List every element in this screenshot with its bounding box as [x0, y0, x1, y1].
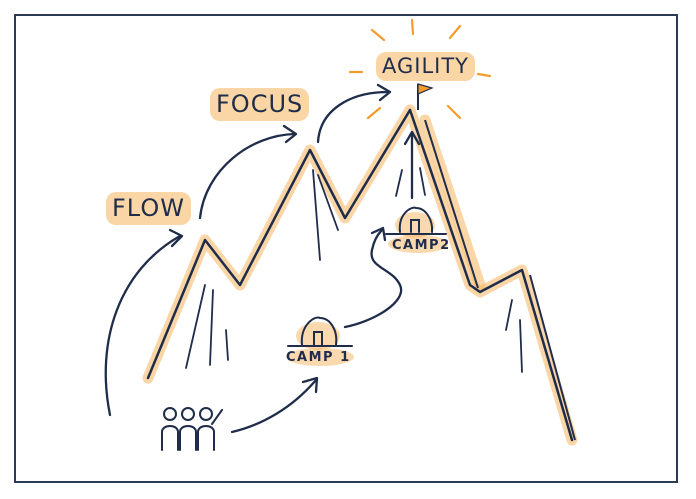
agility-rays — [348, 18, 492, 120]
ridge-line-right — [529, 274, 576, 441]
summit-flag-icon — [417, 83, 434, 110]
mountain-outline — [146, 108, 574, 442]
diagram-border — [14, 14, 678, 483]
ridge-line — [424, 119, 479, 289]
camp1-label: CAMP 1 — [286, 350, 351, 365]
team-people-icon — [161, 407, 223, 451]
camp-highlights — [286, 212, 448, 366]
mountain-highlight — [142, 104, 578, 446]
camp2-tent-icon — [385, 206, 447, 235]
camp2-label: CAMP2 — [392, 238, 451, 253]
agility-label: AGILITY — [376, 52, 476, 81]
focus-label: FOCUS — [210, 88, 310, 121]
camp1-tent-icon — [287, 316, 353, 347]
growth-arrows — [104, 83, 421, 434]
mountain-shading — [185, 167, 523, 373]
flow-label: FLOW — [106, 192, 191, 225]
